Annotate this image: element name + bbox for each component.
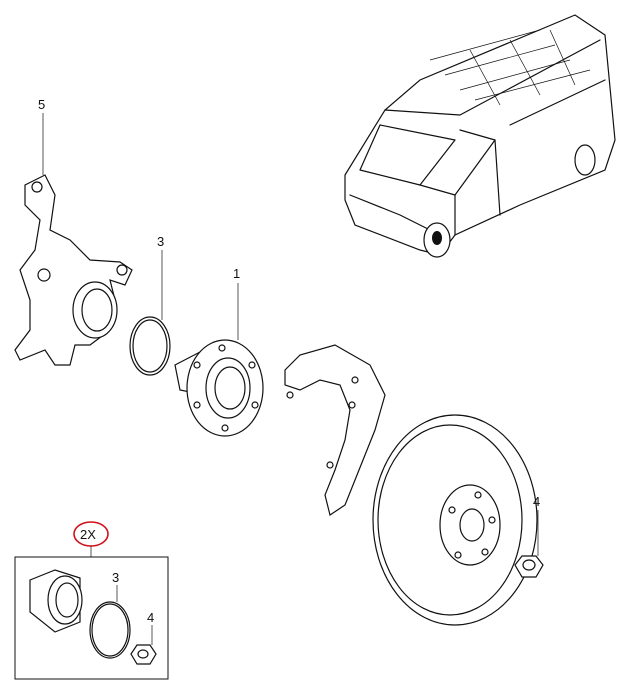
callout-hub: 1 [233,266,240,281]
wheel-bearing [29,569,83,633]
callout-knuckle: 5 [38,97,45,112]
callout-ring: 3 [157,234,164,249]
callout-kit-ring: 3 [112,570,119,585]
retaining-ring [129,316,171,376]
hub-nut [514,555,544,578]
wheel-hub [174,339,264,437]
kit-nut [130,644,157,665]
steering-knuckle [14,174,133,366]
kit-retaining-ring [89,601,131,659]
callout-kit-quantity: 2X [80,527,96,542]
van-illustration [344,14,616,258]
brake-disc [372,414,538,626]
dust-shield [284,344,386,516]
callout-nut: 4 [533,494,540,509]
bearing-kit-box [14,556,169,680]
callout-kit-nut: 4 [147,610,154,625]
